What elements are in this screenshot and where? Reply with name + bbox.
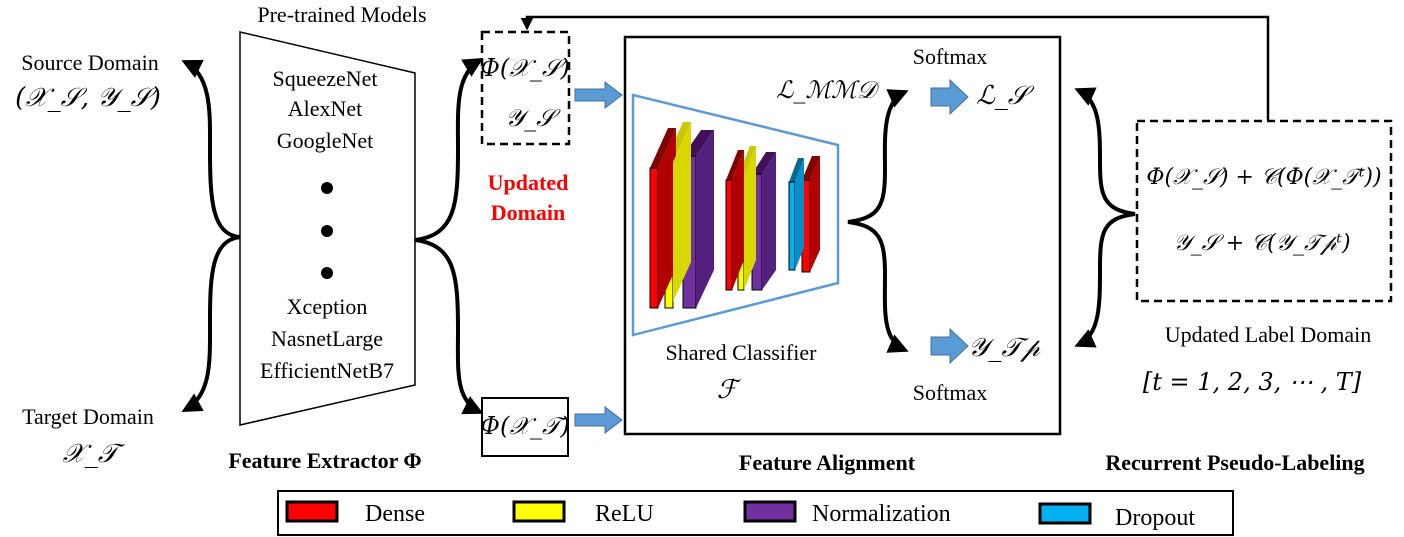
model-name: GoogleNet (277, 128, 374, 153)
source-feature-box (480, 30, 571, 146)
ellipsis-dot (321, 225, 333, 237)
model-list-bottom: Xception NasnetLarge EfficientNetB7 (260, 294, 394, 383)
feature-extractor-caption: Feature Extractor Φ (228, 448, 421, 473)
target-feature-box (481, 397, 569, 457)
target-domain-label: Target Domain (22, 404, 154, 429)
legend-swatch-dropout (1038, 502, 1092, 525)
iteration-range: [t = 1, 2, 3, ⋯ , T] (1143, 368, 1362, 396)
mmd-loss: ℒ_ℳℳ𝒟 (776, 76, 881, 104)
pseudo-eq2: 𝒴_𝒮 + 𝒞(𝒴_𝒯𝓅ᵗ) (1173, 231, 1350, 256)
layer-stack-1 (649, 122, 714, 309)
legend-swatch-relu (512, 500, 566, 523)
blue-arrow-loss (930, 78, 969, 116)
updated-domain-line2: Domain (491, 200, 566, 225)
target-domain-math: 𝒳_𝒯 (62, 439, 125, 469)
extractor-brace (414, 57, 484, 415)
pseudo-brace (1074, 87, 1136, 348)
ellipsis-dot (321, 267, 333, 279)
softmax-bottom: Softmax (913, 380, 988, 405)
blue-arrow-target (574, 405, 623, 435)
updated-domain-line1: Updated (488, 170, 569, 195)
legend-swatch-normalization (743, 500, 797, 523)
source-domain-math: (𝒳_𝒮, 𝒴_𝒮) (15, 83, 161, 113)
source-domain-label: Source Domain (21, 50, 158, 75)
source-y: 𝒴_𝒮 (505, 104, 561, 132)
blue-arrow-source (574, 80, 623, 110)
layer-stack-2 (725, 146, 776, 291)
ellipsis-dot (321, 182, 333, 194)
model-name: NasnetLarge (271, 326, 383, 351)
loss-s: ℒ_𝒮 (976, 81, 1035, 111)
softmax-top: Softmax (913, 44, 988, 69)
pseudo-labeling-caption: Recurrent Pseudo-Labeling (1105, 450, 1364, 475)
source-phi: Φ(𝒳_𝒮) (480, 54, 570, 82)
legend-item-dropout: Dropout (1038, 502, 1195, 531)
legend-label-dropout: Dropout (1115, 505, 1195, 531)
left-brace (181, 59, 241, 412)
pretrained-models-label: Pre-trained Models (257, 2, 426, 27)
legend-item-relu: ReLU (512, 500, 654, 527)
feature-alignment-caption: Feature Alignment (739, 450, 916, 475)
legend-label-relu: ReLU (595, 501, 654, 527)
legend-swatch-dense (285, 500, 339, 523)
model-name: EfficientNetB7 (260, 358, 394, 383)
legend-item-dense: Dense (285, 500, 425, 527)
legend-label-normalization: Normalization (812, 501, 951, 527)
model-name: AlexNet (288, 96, 363, 121)
updated-label-domain: Updated Label Domain (1165, 322, 1372, 347)
feedback-loop-line (520, 15, 1270, 120)
layer-stack-3 (788, 156, 820, 273)
model-list-top: SqueezeNet AlexNet GoogleNet (272, 66, 377, 153)
legend-item-normalization: Normalization (743, 500, 951, 527)
alignment-brace (847, 89, 909, 353)
model-name: SqueezeNet (272, 66, 377, 91)
model-name: Xception (287, 294, 368, 319)
pseudo-label-box (1135, 119, 1393, 303)
pseudo-eq1: Φ(𝒳_𝒮) + 𝒞(Φ(𝒳_𝒯ᵗ)) (1146, 165, 1381, 190)
y-tp: 𝒴_𝒯𝓅 (968, 333, 1041, 363)
target-phi: Φ(𝒳_𝒯) (480, 412, 569, 440)
legend-label-dense: Dense (365, 501, 425, 527)
blue-arrow-pseudo (930, 327, 969, 365)
shared-classifier-label: Shared Classifier (666, 340, 818, 365)
